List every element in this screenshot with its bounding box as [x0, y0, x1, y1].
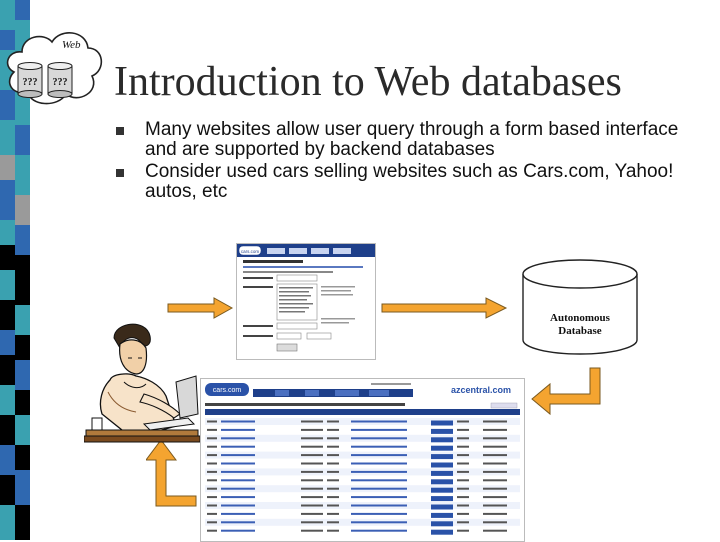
- results-logo-text: cars.com: [213, 387, 242, 394]
- table-row: [205, 518, 520, 527]
- table-row: [205, 502, 520, 510]
- slide-title: Introduction to Web databases: [114, 59, 622, 105]
- bullet-text: Consider used cars selling websites such…: [145, 161, 674, 202]
- table-row: [205, 527, 520, 535]
- bullet-item: Consider used cars selling websites such…: [116, 162, 696, 202]
- arrow-form-to-database-icon: [381, 297, 508, 319]
- bullet-text: Many websites allow user query through a…: [145, 119, 679, 160]
- search-results-thumbnail: cars.com azcentral.com: [201, 379, 524, 535]
- table-row: [205, 510, 520, 518]
- table-row: [205, 468, 520, 476]
- arrow-results-to-user-icon: [146, 439, 197, 507]
- table-row: [205, 485, 520, 493]
- table-row: [205, 493, 520, 502]
- table-row: [205, 460, 520, 468]
- arrow-database-to-results-icon: [531, 367, 601, 416]
- logo-cylinder-right-icon: ???: [47, 62, 73, 98]
- logo-cylinder-left-icon: ???: [17, 62, 43, 98]
- table-row: [205, 418, 520, 426]
- table-row: [205, 426, 520, 434]
- square-bullet-icon: [116, 169, 124, 177]
- logo-cylinder-right-label: ???: [53, 77, 68, 88]
- arrow-right-to-form-icon: [167, 297, 234, 319]
- form-logo-text: cars.com: [241, 249, 260, 254]
- table-row: [205, 451, 520, 460]
- results-partner-text: azcentral.com: [451, 385, 511, 395]
- square-bullet-icon: [116, 127, 124, 135]
- table-row: [205, 443, 520, 451]
- bullet-item: Many websites allow user query through a…: [116, 120, 696, 160]
- logo-web-label: Web: [62, 39, 81, 51]
- result-rows: [205, 418, 520, 535]
- database-label-line2: Database: [558, 325, 602, 337]
- user-at-computer-icon: [84, 323, 200, 443]
- search-form-screenshot: cars.com: [236, 243, 376, 360]
- logo-cylinder-left-label: ???: [23, 77, 38, 88]
- database-label-line1: Autonomous: [550, 312, 610, 324]
- table-row: [205, 434, 520, 443]
- bullet-list: Many websites allow user query through a…: [116, 120, 696, 204]
- autonomous-database-icon: [522, 259, 638, 355]
- search-form-thumbnail: cars.com: [237, 244, 375, 352]
- database-label: Autonomous Database: [515, 312, 645, 338]
- search-results-screenshot: cars.com azcentral.com: [200, 378, 525, 542]
- web-cloud-logo-icon: Web ??? ???: [6, 32, 103, 105]
- table-row: [205, 476, 520, 485]
